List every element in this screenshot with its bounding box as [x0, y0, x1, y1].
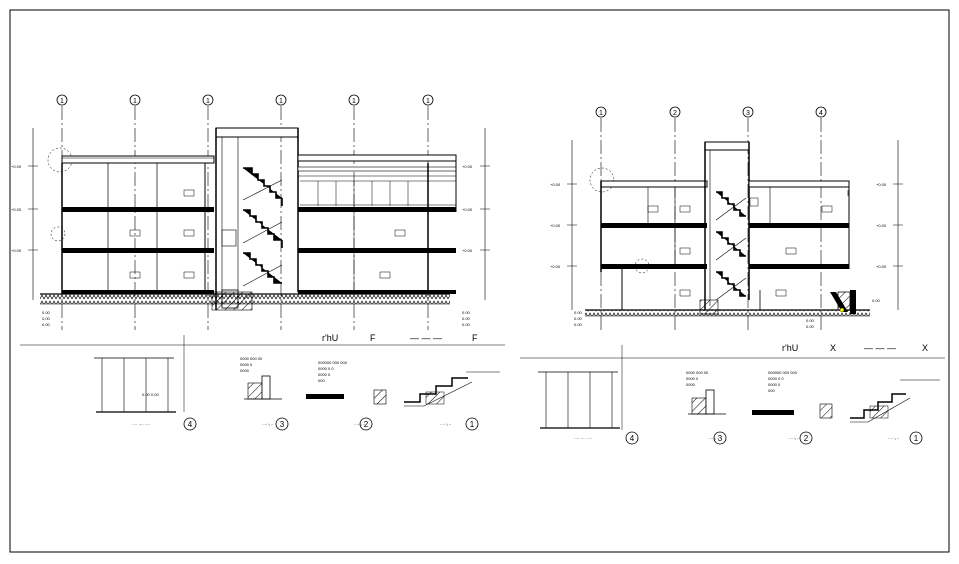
svg-text:+0.00: +0.00 — [550, 182, 561, 187]
svg-text:0.00: 0.00 — [574, 310, 583, 315]
left-detail-3: 0000 000 000000 00000 ···· \ ·· 3 — [240, 356, 289, 431]
detail-caption: ···· \ ·· — [440, 422, 451, 427]
section-title-dashes: — — — — [864, 343, 896, 353]
section-title-prefix: r'hU — [782, 343, 798, 353]
svg-text:+0.00: +0.00 — [462, 207, 473, 212]
svg-text:+0.00: +0.00 — [462, 164, 473, 169]
svg-text:0000 0: 0000 0 — [686, 376, 699, 381]
right-detail-3: 0000 000 000000 00000 ···· \ ·· 3 — [686, 370, 727, 445]
right-section-title: r'hU X — — — X — [782, 343, 928, 353]
svg-text:0.00: 0.00 — [462, 316, 471, 321]
left-section-title: r'hU F — — — F — [322, 333, 478, 343]
grid-axis-label: 2 — [673, 110, 677, 117]
svg-text:+0.00: +0.00 — [462, 248, 473, 253]
svg-text:0.00: 0.00 — [462, 322, 471, 327]
grid-axis: 3 — [742, 106, 754, 330]
left-section: 1 1 1 1 1 — [11, 94, 505, 431]
svg-text:000000 000 000: 000000 000 000 — [318, 360, 348, 365]
svg-text:+0.00: +0.00 — [11, 164, 22, 169]
left-detail-1: ···· \ ·· 1 — [373, 371, 500, 431]
right-section: 1 2 3 4 +0.00+0.00+0.0 — [520, 106, 945, 445]
svg-text:0000 0 0: 0000 0 0 — [318, 366, 334, 371]
svg-text:+0.00: +0.00 — [876, 223, 887, 228]
left-detail-4: 0.00 0.00 ···· ···· ···· 4 — [94, 335, 197, 431]
svg-text:0.00: 0.00 — [42, 310, 51, 315]
section-title-letter: F — [370, 333, 376, 343]
accent-marker — [839, 307, 845, 313]
svg-text:000: 000 — [768, 388, 775, 393]
svg-text:0000 0 0: 0000 0 0 — [768, 376, 784, 381]
grid-axis-label: 3 — [746, 110, 750, 117]
svg-text:0.00: 0.00 — [462, 310, 471, 315]
grid-axis-label: 1 — [279, 98, 283, 105]
svg-text:0000 000 00: 0000 000 00 — [240, 356, 263, 361]
svg-text:0.00: 0.00 — [574, 316, 583, 321]
grid-axis-label: 1 — [206, 98, 210, 105]
svg-text:0000: 0000 — [240, 368, 250, 373]
grid-axis-label: 1 — [133, 98, 137, 105]
svg-text:0.00: 0.00 — [806, 318, 815, 323]
svg-text:+0.00: +0.00 — [11, 207, 22, 212]
grid-axis-label: 1 — [599, 110, 603, 117]
section-title-prefix: r'hU — [322, 333, 338, 343]
svg-text:000: 000 — [318, 378, 325, 383]
detail-caption: ···· ···· ···· — [574, 436, 592, 441]
svg-text:0.00: 0.00 — [872, 298, 881, 303]
svg-text:0000 0: 0000 0 — [240, 362, 253, 367]
svg-text:+0.00: +0.00 — [550, 264, 561, 269]
svg-text:0.00: 0.00 — [574, 322, 583, 327]
right-building-section: 0.000.000.00 0.000.000.00 — [574, 141, 881, 329]
detail-caption: ···· ···· ···· — [132, 422, 150, 427]
detail-number: 2 — [804, 434, 809, 443]
grid-axis-label: 4 — [819, 110, 823, 117]
svg-text:+0.00: +0.00 — [876, 182, 887, 187]
detail-caption: ···· \ ·· — [262, 422, 273, 427]
section-title-dashes: — — — — [410, 333, 442, 343]
svg-text:0000 000 00: 0000 000 00 — [686, 370, 709, 375]
sheet-border — [9, 9, 950, 553]
svg-text:0.00: 0.00 — [806, 324, 815, 329]
svg-text:000000 000 000: 000000 000 000 — [768, 370, 798, 375]
svg-text:+0.00: +0.00 — [550, 223, 561, 228]
detail-number: 4 — [630, 434, 635, 443]
section-title-letter: X — [830, 343, 836, 353]
svg-text:0.00 0.00: 0.00 0.00 — [142, 392, 159, 397]
svg-text:0000: 0000 — [686, 382, 696, 387]
detail-caption: ···· \ ·· — [788, 436, 799, 441]
grid-axis: 4 — [815, 106, 827, 330]
svg-text:0000 0: 0000 0 — [768, 382, 781, 387]
detail-number: 4 — [188, 420, 193, 429]
detail-number: 3 — [718, 434, 723, 443]
grid-axis-label: 1 — [60, 98, 64, 105]
svg-text:0.00: 0.00 — [42, 316, 51, 321]
detail-number: 2 — [364, 420, 369, 429]
detail-number: 1 — [470, 420, 475, 429]
detail-number: 3 — [280, 420, 285, 429]
detail-caption: ···· \ ·· — [888, 436, 899, 441]
grid-axis-label: 1 — [352, 98, 356, 105]
section-title-letter: F — [472, 333, 478, 343]
left-building-section: 0.000.000.00 0.000.000.00 — [40, 127, 471, 327]
grid-axis-label: 1 — [426, 98, 430, 105]
svg-text:+0.00: +0.00 — [11, 248, 22, 253]
svg-text:0.00: 0.00 — [42, 322, 51, 327]
svg-text:+0.00: +0.00 — [876, 264, 887, 269]
right-detail-4: ···· ···· ···· 4 — [538, 345, 639, 445]
svg-text:0000 0: 0000 0 — [318, 372, 331, 377]
right-detail-1: ···· \ ·· 1 — [819, 379, 940, 445]
section-title-letter: X — [922, 343, 928, 353]
grid-axis: 1 — [275, 94, 287, 330]
right-grid-axes: 1 2 3 4 — [595, 106, 827, 330]
detail-number: 1 — [914, 434, 919, 443]
